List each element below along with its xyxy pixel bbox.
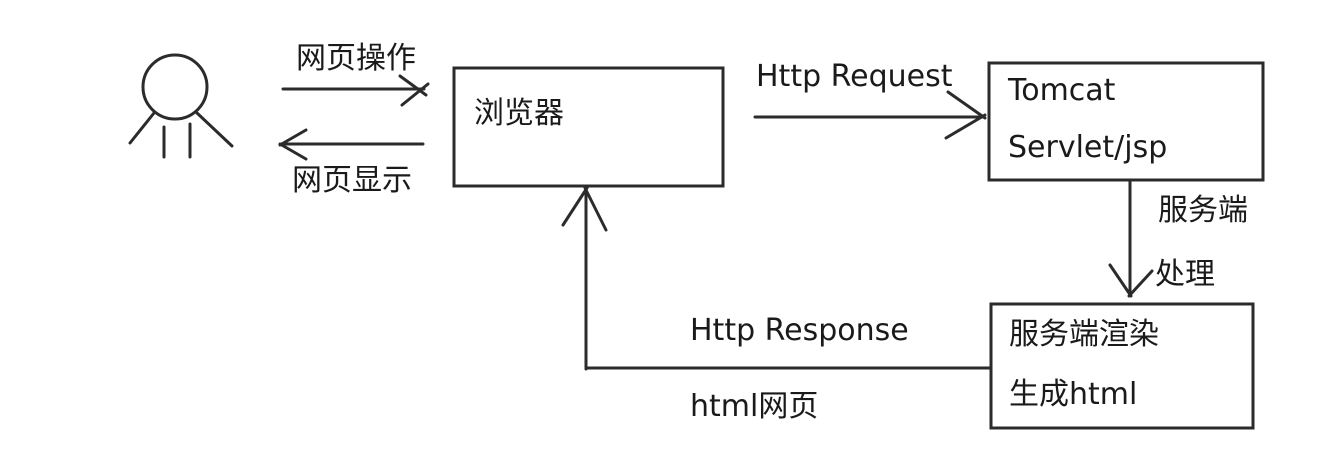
edge-label-browser-to-tomcat: Http Request — [756, 59, 953, 94]
stick-figure-left-arm-icon — [128, 111, 156, 145]
edge-tomcat-to-render-arrow — [1108, 179, 1154, 298]
node-render-box[interactable] — [989, 302, 1255, 430]
edge-label-render-to-browser-secondary: html网页 — [690, 389, 819, 424]
edge-render-to-browser-arrow — [561, 186, 991, 371]
edge-user-to-browser-arrow — [281, 74, 430, 107]
node-tomcat-label-line2: Servlet/jsp — [1008, 130, 1168, 165]
user-stick-figure-icon — [128, 53, 234, 159]
edge-browser-to-user-arrow — [278, 128, 425, 161]
node-render-label-line1: 服务端渲染 — [1009, 317, 1159, 352]
node-tomcat-box[interactable] — [987, 61, 1265, 182]
node-browser-label: 浏览器 — [474, 96, 564, 131]
stick-figure-head-icon — [141, 53, 209, 121]
edge-label-render-to-browser-primary: Http Response — [690, 313, 909, 348]
node-browser-box[interactable] — [452, 66, 725, 188]
edge-browser-to-tomcat-arrow — [753, 90, 987, 140]
edge-label-tomcat-to-render-primary: 服务端 — [1158, 193, 1248, 228]
node-tomcat-label-line1: Tomcat — [1008, 73, 1116, 108]
stick-figure-right-arm-icon — [195, 111, 234, 148]
edge-label-user-to-browser: 网页操作 — [296, 41, 416, 76]
node-render-label-line2: 生成html — [1009, 377, 1138, 412]
edge-label-browser-to-user: 网页显示 — [292, 163, 412, 198]
edge-label-tomcat-to-render-secondary: 处理 — [1155, 257, 1215, 292]
